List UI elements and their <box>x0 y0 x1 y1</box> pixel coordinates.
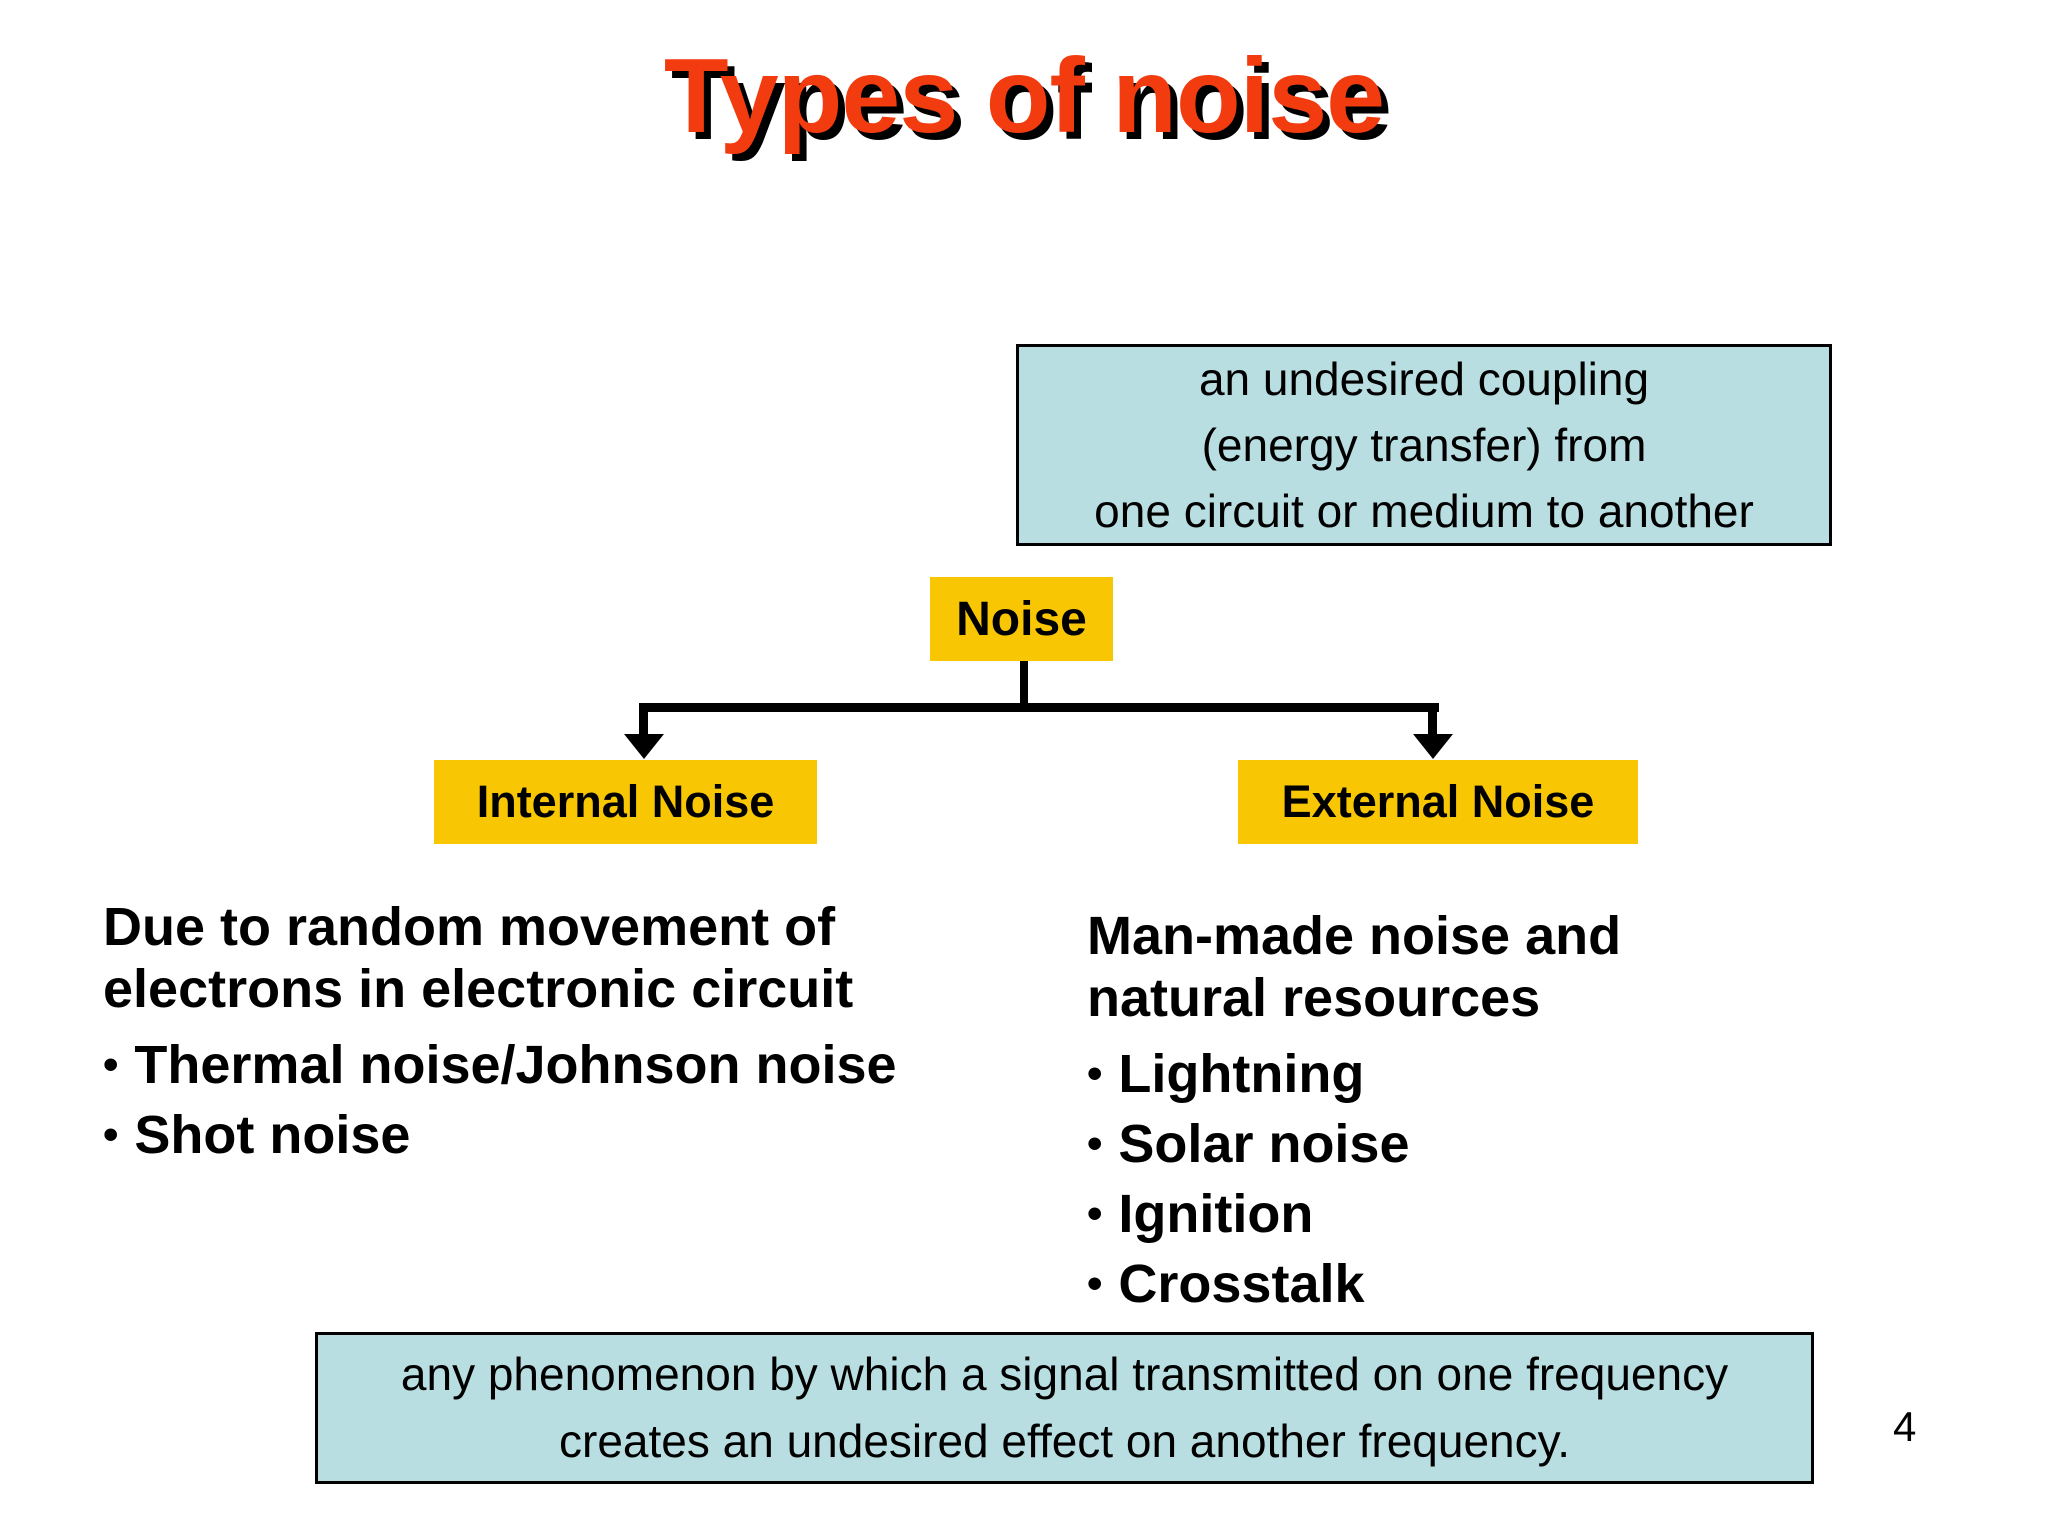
coupling-definition-line: (energy transfer) from <box>1201 419 1647 471</box>
bullet-text: Ignition <box>1118 1184 1314 1244</box>
bullet-icon: • <box>1087 1049 1103 1098</box>
internal-noise-node: Internal Noise <box>434 760 817 844</box>
bullet-icon: • <box>1087 1119 1103 1168</box>
internal-noise-description: Due to random movement of electrons in e… <box>103 896 983 1170</box>
bullet-icon: • <box>103 1040 119 1089</box>
bullet-text: Solar noise <box>1118 1114 1410 1174</box>
bullet-icon: • <box>1087 1259 1103 1308</box>
list-item: • Lightning <box>1087 1039 1707 1109</box>
internal-noise-bullet-list: • Thermal noise/Johnson noise • Shot noise <box>103 1030 983 1170</box>
bullet-text: Lightning <box>1118 1044 1365 1104</box>
noise-root-label: Noise <box>956 592 1087 646</box>
slide-title: Types of noise <box>663 37 1385 155</box>
list-item: • Crosstalk <box>1087 1249 1707 1319</box>
external-noise-bullet-list: • Lightning • Solar noise • Ignition • Cross… <box>1087 1039 1707 1319</box>
internal-noise-label: Internal Noise <box>476 776 775 827</box>
arrow-down-icon <box>624 734 664 759</box>
bullet-text: Shot noise <box>134 1105 411 1165</box>
list-item: • Ignition <box>1087 1179 1707 1249</box>
bullet-text: Crosstalk <box>1118 1254 1365 1314</box>
bullet-icon: • <box>103 1110 119 1159</box>
crosstalk-definition-box: any phenomenon by which a signal transmi… <box>315 1332 1814 1484</box>
coupling-definition-line: one circuit or medium to another <box>1094 485 1754 537</box>
connector-root-vertical-line <box>1020 661 1028 706</box>
connector-left-vertical-line <box>639 703 648 739</box>
external-noise-label: External Noise <box>1281 776 1595 827</box>
external-noise-node: External Noise <box>1238 760 1638 844</box>
page-number: 4 <box>1893 1403 1917 1450</box>
connector-horizontal-line <box>639 703 1439 712</box>
crosstalk-definition-line: any phenomenon by which a signal transmi… <box>400 1348 1729 1400</box>
crosstalk-definition-line: creates an undesired effect on another f… <box>559 1415 1570 1467</box>
list-item: • Thermal noise/Johnson noise <box>103 1030 983 1100</box>
list-item: • Solar noise <box>1087 1109 1707 1179</box>
coupling-definition-box: an undesired coupling (energy transfer) … <box>1016 344 1832 546</box>
bullet-text: Thermal noise/Johnson noise <box>134 1035 897 1095</box>
external-noise-description: Man-made noise and natural resources • Li… <box>1087 905 1707 1319</box>
noise-root-node: Noise <box>930 577 1113 661</box>
list-item: • Shot noise <box>103 1100 983 1170</box>
arrow-down-icon <box>1413 734 1453 759</box>
internal-noise-heading: Due to random movement of electrons in e… <box>103 897 854 1019</box>
bullet-icon: • <box>1087 1189 1103 1238</box>
coupling-definition-line: an undesired coupling <box>1198 353 1650 405</box>
external-noise-heading: Man-made noise and natural resources <box>1087 906 1622 1028</box>
connector-right-vertical-line <box>1428 703 1437 739</box>
